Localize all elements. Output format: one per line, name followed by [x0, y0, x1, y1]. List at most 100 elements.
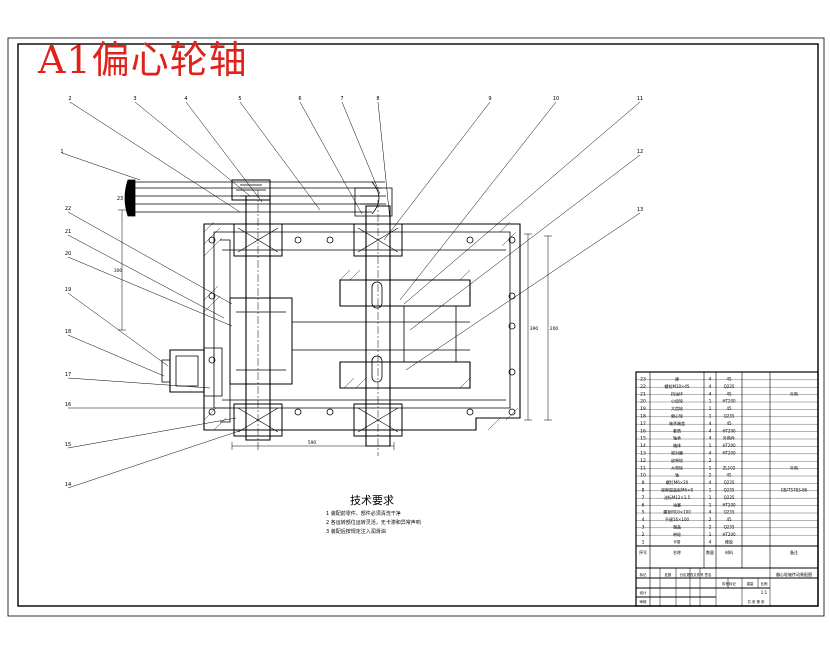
- title-block-label: 比例: [761, 581, 768, 586]
- bom-name: 小齿轮: [671, 398, 683, 404]
- bom-name: 螺栓M10×45: [665, 383, 690, 389]
- bom-note: 外购: [790, 464, 798, 470]
- bom-qty: 4: [709, 451, 712, 457]
- bom-material: ZL102: [723, 465, 736, 470]
- callout-number: 16: [65, 402, 71, 408]
- bom-qty: 2: [709, 473, 712, 479]
- bom-name: 带轮: [673, 531, 681, 537]
- bom-qty: 4: [709, 428, 712, 434]
- callout-number: 21: [65, 229, 71, 235]
- bom-material: HT200: [722, 399, 736, 404]
- bom-table: [635, 371, 819, 607]
- bom-qty: 1: [709, 399, 712, 405]
- bom-qty: 4: [709, 421, 712, 427]
- bom-qty: 2: [709, 525, 712, 531]
- assembly-drawing: [118, 179, 552, 456]
- bom-header: 序号: [639, 549, 647, 555]
- callout-number: 4: [184, 96, 187, 102]
- bom-material: Q235: [724, 488, 735, 493]
- bom-material: HT200: [722, 532, 736, 537]
- scale-value: 1:1: [761, 590, 768, 595]
- bom-qty: 4: [709, 436, 712, 442]
- tech-note: 2 各运转部位运转灵活，无卡滞和异常声响: [326, 520, 421, 526]
- bom-no: 15: [640, 436, 646, 442]
- callout-number: 10: [553, 96, 559, 102]
- callout-number: 23: [117, 196, 123, 202]
- dimension-lines: [118, 179, 552, 450]
- bom-name: 轴: [675, 472, 679, 478]
- bom-no: 13: [640, 451, 646, 457]
- bom-no: 12: [640, 458, 646, 464]
- callout-number: 9: [488, 96, 491, 102]
- dimension-label: 200: [550, 326, 559, 332]
- bom-material: HT200: [722, 451, 736, 456]
- dimension-label: 390: [530, 326, 539, 332]
- bom-qty: 1: [709, 488, 712, 494]
- bom-name: 轴承端盖: [669, 420, 685, 426]
- bom-no: 2: [642, 532, 645, 538]
- callout-number: 17: [65, 372, 71, 378]
- bom-name: 轴承: [673, 435, 681, 441]
- bom-qty: 1: [709, 414, 712, 420]
- bom-name: 螺钉M6×20: [666, 479, 689, 485]
- bom-name: 挡油环: [671, 390, 683, 396]
- callout-number: 2: [68, 96, 71, 102]
- bom-qty: 2: [709, 458, 712, 464]
- dimension-label: 590: [308, 440, 317, 446]
- bom-material: 45: [726, 421, 732, 426]
- tech-note: 3 装配后按规定注入润滑油: [326, 529, 386, 535]
- title-block-label: 标记: [640, 572, 647, 577]
- bom-qty: 2: [709, 517, 712, 523]
- bom-material: 45: [726, 406, 732, 411]
- bom-no: 23: [640, 377, 646, 383]
- callout-number: 20: [65, 251, 71, 257]
- bom-name: 套筒: [673, 427, 681, 433]
- bom-qty: 1: [709, 502, 712, 508]
- bom-material: HT200: [722, 428, 736, 433]
- callout-number: 7: [340, 96, 343, 102]
- bom-note: 外购: [790, 390, 798, 396]
- callout-leaders: [61, 101, 641, 489]
- callout-number: 8: [376, 96, 379, 102]
- section-hatching: [203, 221, 519, 431]
- title-block-label: 重量: [747, 581, 754, 586]
- bom-material: Q235: [724, 480, 735, 485]
- side-cover: [161, 347, 223, 397]
- bom-no: 19: [640, 406, 646, 412]
- bom-material: HT200: [722, 443, 736, 448]
- bom-name: 端盖: [673, 524, 681, 530]
- bom-name: 箱体: [673, 442, 681, 448]
- bom-no: 9: [642, 480, 645, 486]
- eccentric-shaft: [292, 200, 471, 456]
- callout-number: 1: [60, 149, 63, 155]
- bom-material: 45: [726, 517, 732, 522]
- title-block-drawing-title: 偏心轮轴传动装配图: [776, 571, 812, 577]
- bom-material: 45: [726, 391, 732, 396]
- bom-no: 18: [640, 414, 646, 420]
- bom-qty: 4: [709, 391, 712, 397]
- bom-qty: 1: [709, 495, 712, 501]
- bom-no: 11: [640, 465, 646, 471]
- title-block-label: 阶段标记: [722, 581, 736, 586]
- bom-qty: 1: [709, 532, 712, 538]
- title-block-label: 更改文件号: [687, 572, 705, 577]
- callout-number: 22: [65, 206, 71, 212]
- bom-name: 偏心轮: [671, 413, 683, 419]
- bom-qty: 1: [709, 465, 712, 471]
- title-block-checker: 审核: [639, 599, 647, 604]
- bom-name: 大齿轮: [671, 405, 683, 411]
- input-shaft: [229, 190, 293, 450]
- bom-qty: 4: [709, 480, 712, 486]
- bom-qty: 4: [709, 377, 712, 383]
- bom-no: 6: [642, 502, 645, 508]
- title-block-label: 分区: [680, 572, 687, 577]
- outer-frame: [7, 37, 825, 617]
- bom-material: HT200: [722, 502, 736, 507]
- bom-qty: 4: [709, 539, 712, 545]
- bom-name: 观察窗盖板M6×8: [661, 487, 693, 493]
- callout-number: 14: [65, 482, 71, 488]
- bom-note: GB/T5783-86: [781, 488, 808, 493]
- callout-number: 12: [637, 149, 643, 155]
- callout-number: 18: [65, 329, 71, 335]
